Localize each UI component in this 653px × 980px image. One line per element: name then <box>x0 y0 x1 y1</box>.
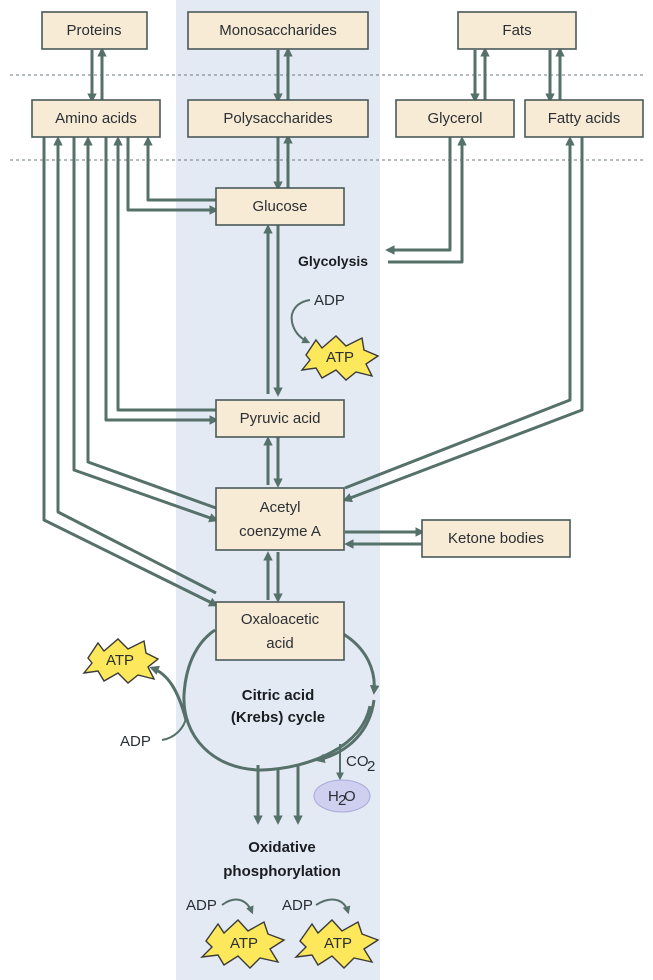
box-label-line2: coenzyme A <box>239 523 321 540</box>
krebs-adp-label: ADP <box>120 733 151 750</box>
atp-label: ATP <box>230 935 258 952</box>
oxphos-adp-label-right: ADP <box>282 897 313 914</box>
box-fatty-acids: Fatty acids <box>524 99 644 138</box>
box-label: Ketone bodies <box>448 530 544 547</box>
box-label: Proteins <box>66 22 121 39</box>
oxphos-label-line1: Oxidative <box>248 839 316 856</box>
box-label: Fatty acids <box>548 110 621 127</box>
box-label-line1: Oxaloacetic <box>241 611 320 628</box>
oxphos-label-line2: phosphorylation <box>223 863 341 880</box>
co2-subscript: 2 <box>367 758 375 775</box>
krebs-atp-star: ATP <box>82 638 160 684</box>
box-label-line1: Acetyl <box>260 499 301 516</box>
arrow-amino-to-acetyl <box>72 137 219 523</box>
box-amino-acids: Amino acids <box>31 99 161 138</box>
arrow-glucose-to-amino <box>143 136 216 202</box>
arrow-pyruvic-to-amino <box>113 136 216 412</box>
box-label: Amino acids <box>55 110 137 127</box>
arrow-amino-to-oxaloacetic <box>42 137 219 607</box>
arrow-oxaloacetic-to-amino <box>53 136 217 595</box>
arrow-acetyl-to-fattyacids <box>344 136 575 490</box>
co2-label: CO 2 <box>346 753 375 775</box>
box-label: Fats <box>502 22 531 39</box>
glycolysis-atp-star: ATP <box>300 335 380 381</box>
arrow-fattyacids-to-acetyl <box>342 137 584 503</box>
krebs-cycle-circle-bottom <box>182 628 372 772</box>
arrow-acetyl-to-amino <box>83 136 217 510</box>
box-proteins: Proteins <box>41 11 148 50</box>
co2-main: CO <box>346 753 369 770</box>
atp-label: ATP <box>106 652 134 669</box>
atp-label: ATP <box>324 935 352 952</box>
box-monosaccharides: Monosaccharides <box>187 11 369 50</box>
h2o-o: O <box>344 788 356 805</box>
h2o-h: H <box>328 788 339 805</box>
arrow-glycolysis-to-glycerol <box>388 136 467 264</box>
arrow-glycerol-to-glycolysis <box>385 137 452 255</box>
oxphos-atp-star-left: ATP <box>200 919 286 969</box>
oxphos-adp-curve-left <box>221 898 254 915</box>
box-label: Glucose <box>252 198 307 215</box>
glycolysis-adp-curve <box>290 299 311 344</box>
box-acetyl-coenzyme-a: Acetyl coenzyme A <box>215 487 345 551</box>
box-pyruvic-acid: Pyruvic acid <box>215 399 345 438</box>
box-label: Glycerol <box>427 110 482 127</box>
krebs-cycle-circle-into-bottom-right <box>315 699 376 764</box>
box-label-line2: acid <box>266 635 294 652</box>
oxphos-adp-label-left: ADP <box>186 897 217 914</box>
h2o-blob: H 2 O <box>313 779 371 813</box>
box-label: Pyruvic acid <box>240 410 321 427</box>
krebs-cycle-label-line1: Citric acid <box>242 687 315 704</box>
glycolysis-adp-label: ADP <box>314 292 345 309</box>
box-glucose: Glucose <box>215 187 345 226</box>
box-glycerol: Glycerol <box>395 99 515 138</box>
krebs-atp-curve <box>149 665 188 721</box>
box-polysaccharides: Polysaccharides <box>187 99 369 138</box>
glycolysis-label: Glycolysis <box>298 253 368 269</box>
arrow-amino-to-pyruvic <box>104 137 219 425</box>
box-oxaloacetic-acid: Oxaloacetic acid <box>215 601 345 661</box>
krebs-cycle-circle-right <box>339 630 380 695</box>
box-label: Polysaccharides <box>223 110 332 127</box>
krebs-cycle-label-line2: (Krebs) cycle <box>231 709 325 726</box>
box-ketone-bodies: Ketone bodies <box>421 519 571 558</box>
arrow-amino-to-glucose <box>126 137 219 215</box>
krebs-adp-curve <box>161 717 187 741</box>
box-label: Monosaccharides <box>219 22 337 39</box>
oxphos-atp-star-right: ATP <box>294 919 380 969</box>
h2o-subscript: 2 <box>338 792 346 809</box>
oxphos-adp-curve-right <box>315 898 351 915</box>
box-fats: Fats <box>457 11 577 50</box>
atp-label: ATP <box>326 349 354 366</box>
